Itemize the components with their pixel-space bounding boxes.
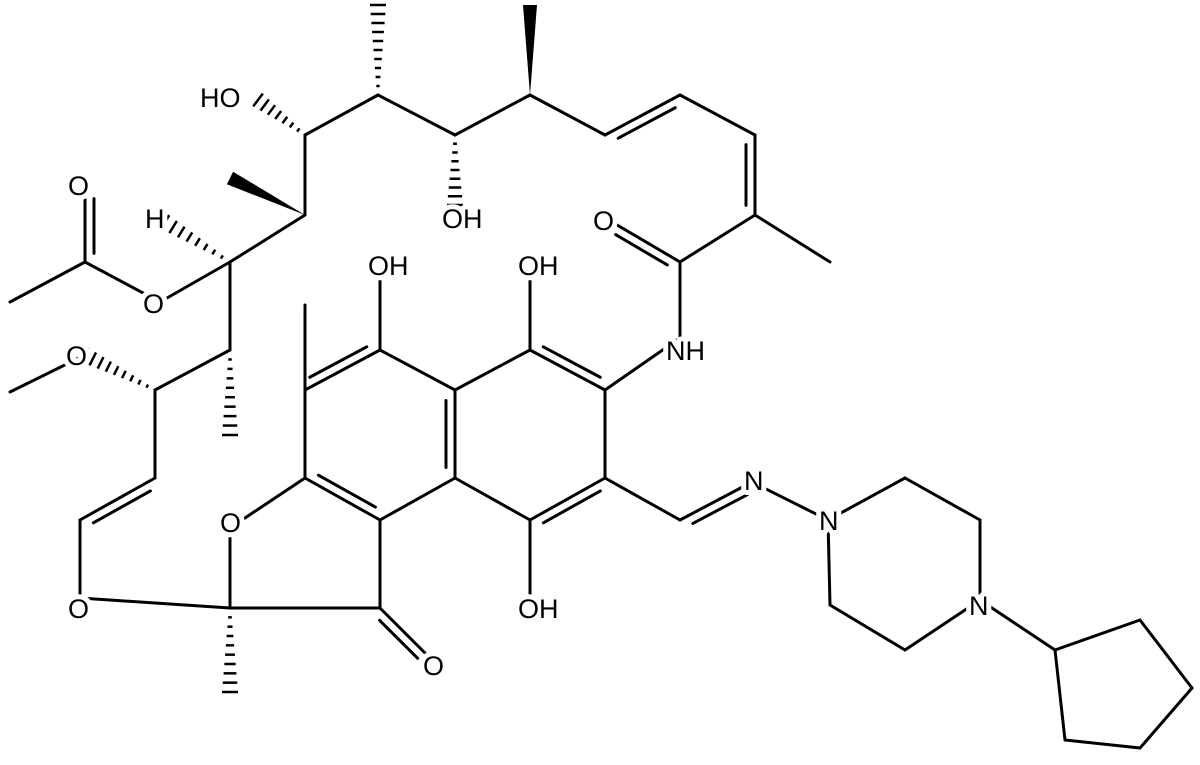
atom-label-o-vinyl-ether: O xyxy=(68,594,89,624)
atom-label-oh-ring-right: OH xyxy=(518,251,559,281)
bond xyxy=(378,348,457,392)
bond xyxy=(603,336,682,392)
hashed-bond xyxy=(129,374,135,382)
atom-label-o-amide: O xyxy=(593,206,614,236)
hashed-bond xyxy=(288,121,295,129)
hashed-bond xyxy=(112,365,120,376)
wedge-bond xyxy=(523,5,537,95)
atom-label-n-piperazine-2: N xyxy=(969,591,989,621)
hashed-bond xyxy=(176,226,186,238)
bond xyxy=(603,476,682,522)
atom-label-o-acetyl-carbonyl: O xyxy=(68,171,89,201)
hashed-bond xyxy=(202,243,209,251)
bond xyxy=(750,480,830,522)
bond xyxy=(1053,648,1067,742)
hashed-bond xyxy=(252,92,264,108)
double-bond xyxy=(603,93,682,137)
bond xyxy=(678,213,757,264)
atom-label-nh: NH xyxy=(666,336,705,366)
hashed-bond xyxy=(168,220,178,234)
double-bond xyxy=(528,348,607,392)
bond xyxy=(1138,618,1194,690)
hashed-bond xyxy=(185,231,194,243)
bond xyxy=(826,518,832,607)
atom-label-o-ketone: O xyxy=(423,651,444,681)
bond xyxy=(8,260,87,304)
atom-label-h: H xyxy=(145,204,165,234)
bond xyxy=(228,476,307,530)
hashed-bond xyxy=(266,104,277,116)
bond xyxy=(153,348,232,392)
double-bond-inner xyxy=(308,345,369,379)
double-bond-inner xyxy=(378,618,420,660)
bond xyxy=(453,348,532,392)
bond xyxy=(228,213,307,264)
bond xyxy=(376,93,457,137)
hashed-bond xyxy=(219,254,224,260)
double-bond xyxy=(378,606,432,660)
double-bond xyxy=(528,476,607,522)
hashed-bond xyxy=(137,379,142,386)
double-bond-inner xyxy=(614,233,669,267)
hashed-bond xyxy=(259,98,270,112)
atom-label-ho-top: HO xyxy=(200,83,241,113)
hashed-bond xyxy=(211,249,217,255)
bond xyxy=(453,93,532,137)
hashed-bond xyxy=(80,347,90,363)
hashed-bond xyxy=(296,127,301,133)
hashed-bond xyxy=(194,237,201,247)
bond xyxy=(903,598,982,652)
bond xyxy=(158,260,232,304)
hashed-bond xyxy=(88,351,98,366)
atom-label-oh-mid: OH xyxy=(442,204,483,234)
hashed-bond xyxy=(274,110,283,120)
bond xyxy=(826,476,907,522)
hashed-bond xyxy=(120,370,127,379)
bond xyxy=(378,476,457,522)
double-bond xyxy=(78,476,157,522)
atom-label-n-imine: N xyxy=(744,466,764,496)
hashed-bond xyxy=(281,116,289,124)
bond xyxy=(8,353,87,394)
double-bond-inner xyxy=(691,493,750,525)
double-bond-inner xyxy=(316,473,377,509)
wedge-bond xyxy=(226,171,305,215)
bond xyxy=(753,213,832,264)
double-bond-inner xyxy=(541,345,602,379)
bond xyxy=(903,476,982,522)
bond xyxy=(78,596,232,610)
double-bond xyxy=(303,476,382,522)
bond xyxy=(828,603,907,652)
double-bond-inner xyxy=(541,489,602,525)
double-bond xyxy=(610,220,682,264)
bond xyxy=(83,260,162,304)
bond xyxy=(453,476,532,522)
hashed-bond xyxy=(145,383,150,389)
atom-label-o-furan: O xyxy=(220,508,241,538)
double-bond xyxy=(303,348,382,392)
double-bond xyxy=(678,480,754,522)
atom-label-oh-ring-left: OH xyxy=(368,251,409,281)
atom-label-o-ester: O xyxy=(143,289,164,319)
atom-label-oh-bottom: OH xyxy=(518,594,559,624)
atom-label-o-methoxy: O xyxy=(66,341,87,371)
atom-label-n-piperazine-1: N xyxy=(819,506,839,536)
double-bond-inner xyxy=(616,106,677,140)
bond xyxy=(978,598,1057,652)
bond xyxy=(303,93,380,137)
hashed-bond xyxy=(159,214,171,230)
bond xyxy=(1138,686,1194,750)
bond xyxy=(1063,738,1142,750)
hashed-bond xyxy=(96,356,105,370)
bond xyxy=(1053,618,1142,652)
hashed-bond xyxy=(104,361,112,373)
bond xyxy=(528,93,607,137)
bond xyxy=(678,93,757,137)
double-bond-inner xyxy=(91,489,152,525)
